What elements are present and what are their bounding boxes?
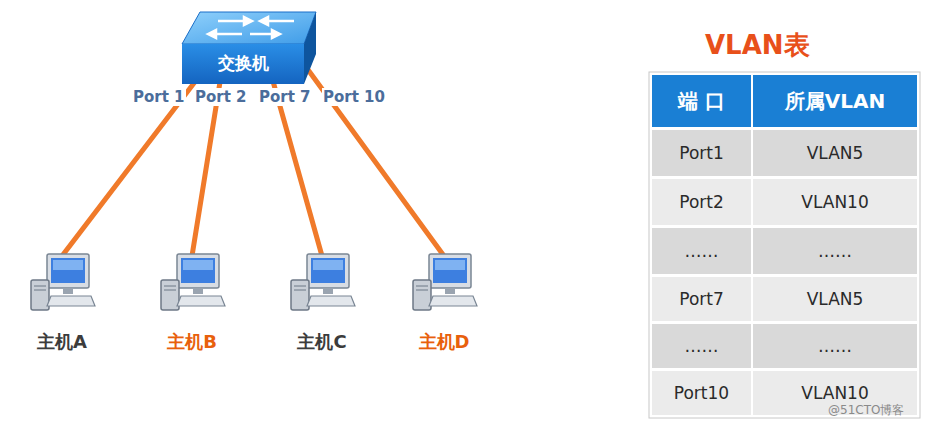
port-label: Port 7: [258, 88, 312, 106]
computer-icon: [409, 252, 479, 314]
device-name: 交换机: [182, 52, 304, 75]
table-header-cell: 所属VLAN: [753, 75, 917, 127]
table-frame: [649, 72, 920, 418]
host-node: 主机D: [404, 252, 484, 354]
network-cable: [62, 82, 195, 256]
table-title: VLAN表: [705, 28, 810, 63]
host-name: 主机A: [22, 330, 102, 354]
table-cell: VLAN10: [753, 179, 917, 225]
port-label: Port 2: [194, 88, 248, 106]
table-cell: Port2: [652, 179, 751, 225]
host-name: 主机B: [152, 330, 232, 354]
table-cell: ……: [753, 228, 917, 274]
host-node: 主机A: [22, 252, 102, 354]
table-cell: Port1: [652, 130, 751, 176]
computer-icon: [27, 252, 97, 314]
host-node: 主机C: [282, 252, 362, 354]
watermark: @51CTO博客: [828, 402, 904, 419]
network-cable: [308, 70, 444, 256]
table-cell: Port10: [652, 371, 751, 415]
switch-node: 交换机: [178, 8, 318, 86]
host-node: 主机B: [152, 252, 232, 354]
computer-icon: [157, 252, 227, 314]
table-header-cell: 端 口: [652, 75, 751, 127]
table-cell: Port7: [652, 277, 751, 321]
port-label: Port 10: [322, 88, 386, 106]
switch-icon: [178, 8, 318, 86]
host-name: 主机C: [282, 330, 362, 354]
table-cell: VLAN5: [753, 277, 917, 321]
table-cell: ……: [652, 324, 751, 368]
host-name: 主机D: [404, 330, 484, 354]
network-cable: [192, 82, 220, 256]
computer-icon: [287, 252, 357, 314]
table-cell: ……: [753, 324, 917, 368]
network-cable: [273, 82, 322, 256]
table-cell: VLAN5: [753, 130, 917, 176]
port-label: Port 1: [132, 88, 186, 106]
table-cell: ……: [652, 228, 751, 274]
